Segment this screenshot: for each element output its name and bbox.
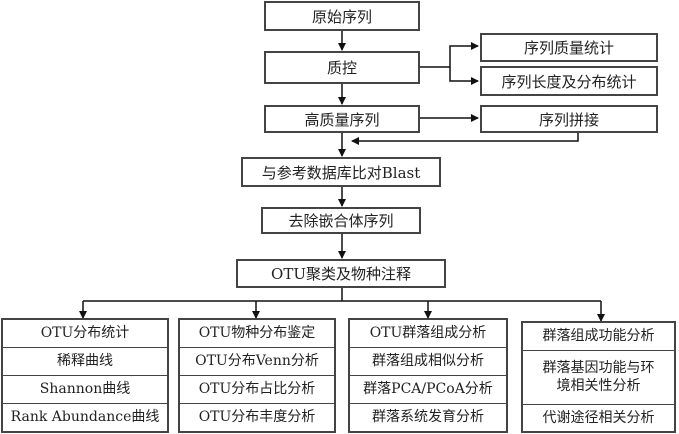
analysis-item: 群落组成相似分析	[350, 348, 506, 376]
qc-branch	[419, 42, 479, 68]
chimera-removal-box: 去除嵌合体序列	[261, 207, 421, 234]
raw-sequence-box: 原始序列	[264, 1, 420, 31]
analysis-column-otu-stats: OTU分布统计 稀释曲线 Shannon曲线 Rank Abundance曲线	[1, 318, 169, 433]
otu-clustering-box: OTU聚类及物种注释	[236, 259, 446, 288]
sequence-merge-box: 序列拼接	[480, 105, 658, 133]
analysis-item: OTU分布Venn分析	[180, 348, 334, 376]
analysis-item: OTU分布统计	[3, 320, 167, 348]
sequence-quality-stats-box: 序列质量统计	[480, 33, 658, 62]
analysis-item: 群落组成功能分析	[523, 323, 674, 351]
analysis-column-otu-species: OTU物种分布鉴定 OTU分布Venn分析 OTU分布占比分析 OTU分布丰度分…	[178, 318, 336, 433]
analysis-item: OTU分布占比分析	[180, 376, 334, 404]
analysis-item: OTU物种分布鉴定	[180, 320, 334, 348]
qc-branch-2	[449, 67, 479, 85]
analysis-item: 稀释曲线	[3, 348, 167, 376]
analysis-item: Rank Abundance曲线	[10, 409, 160, 426]
analysis-item: 群落系统发育分析	[372, 409, 484, 426]
analysis-column-function: 群落组成功能分析 群落基因功能与环境相关性分析 代谢途径相关分析	[521, 321, 676, 433]
analysis-item: 代谢途径相关分析	[542, 409, 655, 426]
analysis-item: 群落基因功能与环境相关性分析	[523, 351, 674, 405]
quality-control-box: 质控	[264, 51, 420, 84]
analysis-item: OTU群落组成分析	[350, 320, 506, 348]
analysis-item: Shannon曲线	[3, 376, 167, 404]
blast-alignment-box: 与参考数据库比对Blast	[241, 157, 441, 187]
arrow-merge-back	[351, 133, 579, 145]
high-quality-sequence-box: 高质量序列	[264, 105, 420, 133]
sequence-length-stats-box: 序列长度及分布统计	[480, 66, 658, 96]
analysis-item: OTU分布丰度分析	[198, 409, 316, 426]
analysis-item: 群落PCA/PCoA分析	[350, 376, 506, 404]
analysis-column-community: OTU群落组成分析 群落组成相似分析 群落PCA/PCoA分析 群落系统发育分析	[348, 318, 508, 433]
